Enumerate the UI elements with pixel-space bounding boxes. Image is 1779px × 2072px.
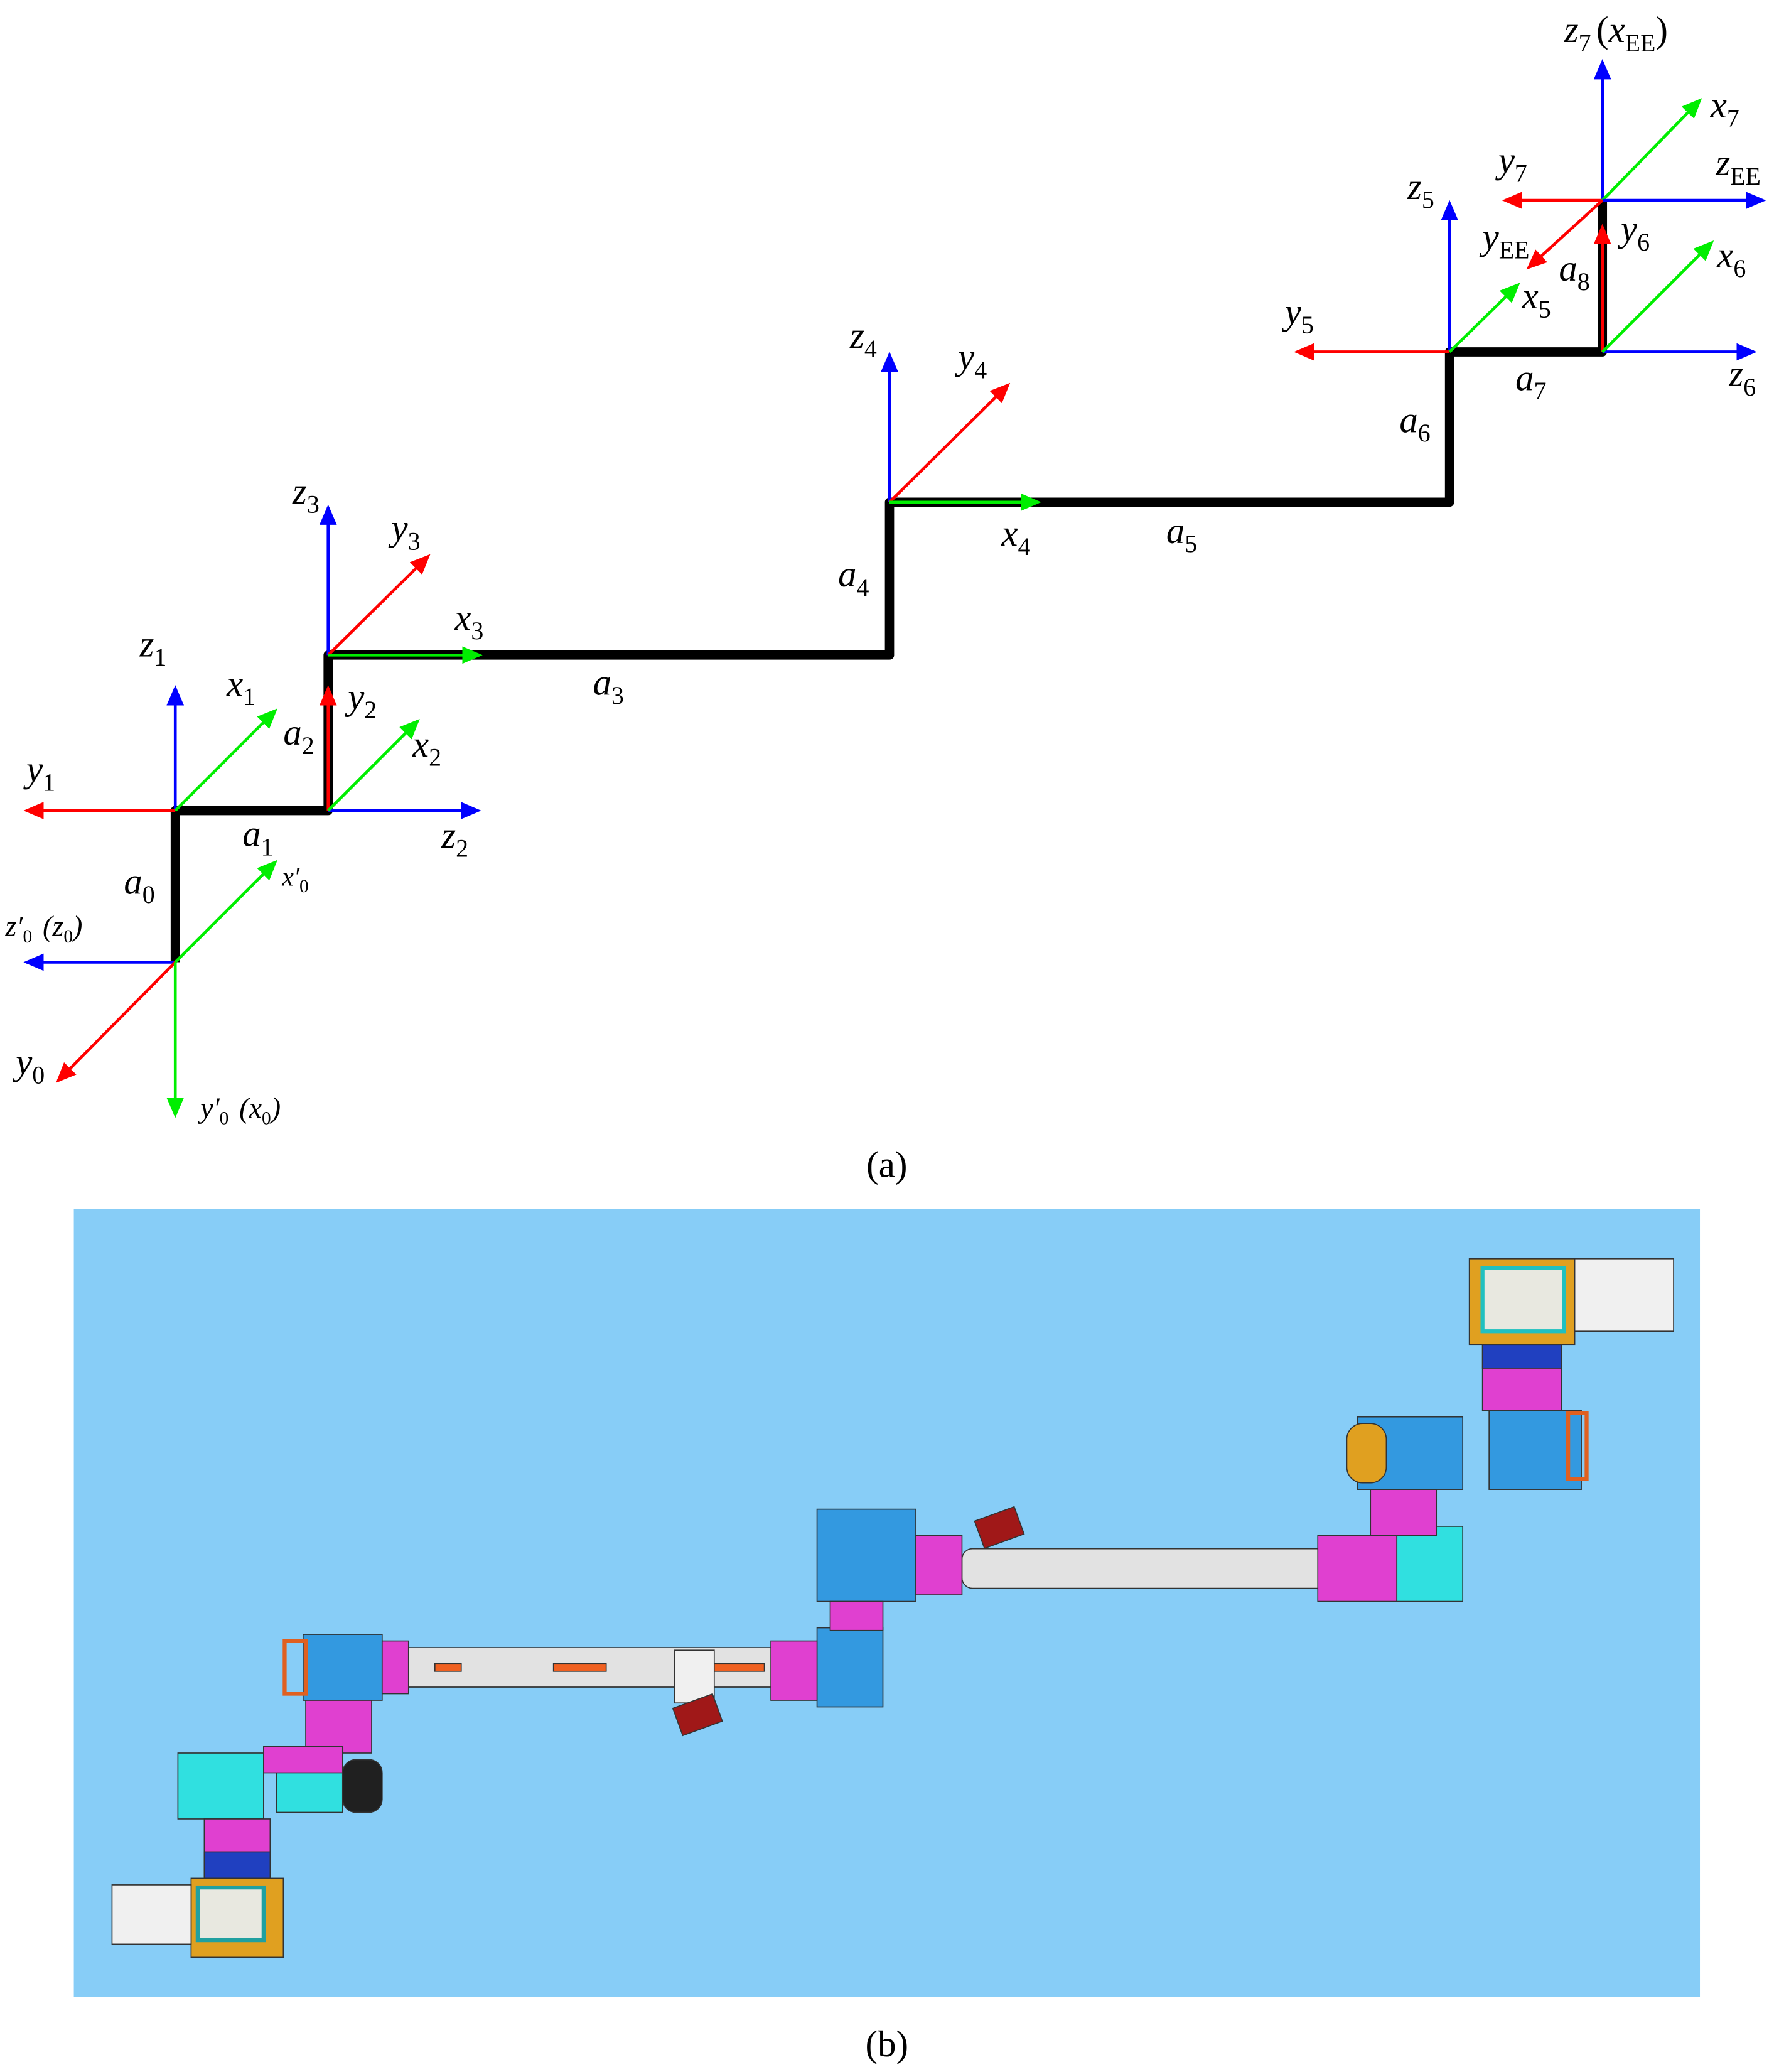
label-y4: y4: [955, 337, 987, 384]
axes: [23, 59, 1766, 1118]
label-x3: x3: [454, 597, 483, 645]
label-a4: a4: [838, 554, 869, 602]
robot-render-panel: (b): [73, 1209, 1701, 2064]
axis-y3: [327, 554, 431, 656]
label-x7: x7: [1710, 85, 1739, 132]
label-z5: z5: [1407, 166, 1434, 214]
label-y3: y3: [388, 508, 420, 556]
label-z0p: z′0(z0): [4, 910, 82, 946]
label-x6: x6: [1716, 235, 1746, 283]
label-a6: a6: [1399, 400, 1430, 448]
joint-box: [816, 1508, 916, 1602]
caption-b: (b): [866, 2024, 909, 2064]
label-z7: z7((xxEE): [1564, 9, 1668, 57]
label-z2: z2: [441, 815, 468, 863]
label-x5: x5: [1522, 276, 1551, 323]
label-y6: y6: [1618, 208, 1650, 256]
label-y0p: y′0(x0): [198, 1092, 281, 1128]
kinematic-diagram: a0 a1 a2 a3 a4 a5 a6 a7 a8 z′0(z0) y0 y′…: [4, 9, 1766, 1185]
label-z1: z1: [139, 623, 167, 671]
label-y1: y1: [23, 749, 55, 797]
label-x1: x1: [226, 663, 255, 711]
label-x4: x4: [1001, 513, 1030, 561]
label-a5: a5: [1166, 510, 1197, 558]
axis-yEE: [1526, 199, 1604, 270]
label-a2: a2: [283, 712, 314, 760]
label-y7: y7: [1495, 140, 1527, 188]
arm-tube-upper: [961, 1548, 1345, 1589]
label-x0p: x′0: [281, 863, 308, 897]
label-z3: z3: [292, 471, 320, 519]
label-a7: a7: [1515, 357, 1546, 405]
label-yEE: yEE: [1480, 217, 1530, 264]
caption-a: (a): [866, 1145, 907, 1185]
axis-x6: [1601, 240, 1714, 353]
axis-y4: [888, 382, 1011, 504]
axis-labels: z′0(z0) y0 y′0(x0) x′0 z1 y1 x1 z2 y2 x2…: [4, 9, 1760, 1128]
link-labels: a0 a1 a2 a3 a4 a5 a6 a7 a8: [124, 248, 1589, 909]
axis-x5: [1448, 283, 1520, 353]
label-a1: a1: [242, 814, 273, 861]
label-a0: a0: [124, 861, 154, 909]
label-z4: z4: [849, 315, 877, 363]
label-zEE: zEE: [1715, 143, 1761, 190]
axis-x0p: [174, 860, 278, 964]
axis-x2: [327, 719, 420, 812]
axis-x1: [174, 708, 278, 812]
axis-x7: [1601, 98, 1702, 202]
robot-arm-model: [111, 1258, 1674, 1958]
label-a8: a8: [1559, 248, 1589, 296]
label-x2: x2: [412, 724, 441, 772]
label-y2: y2: [345, 676, 377, 724]
label-a3: a3: [593, 662, 624, 710]
label-y5: y5: [1282, 291, 1314, 339]
label-y0: y0: [13, 1042, 45, 1089]
axis-y0: [56, 961, 176, 1083]
render-background: [73, 1209, 1701, 1997]
link-chain: [170, 200, 1608, 963]
label-z6: z6: [1728, 353, 1756, 401]
